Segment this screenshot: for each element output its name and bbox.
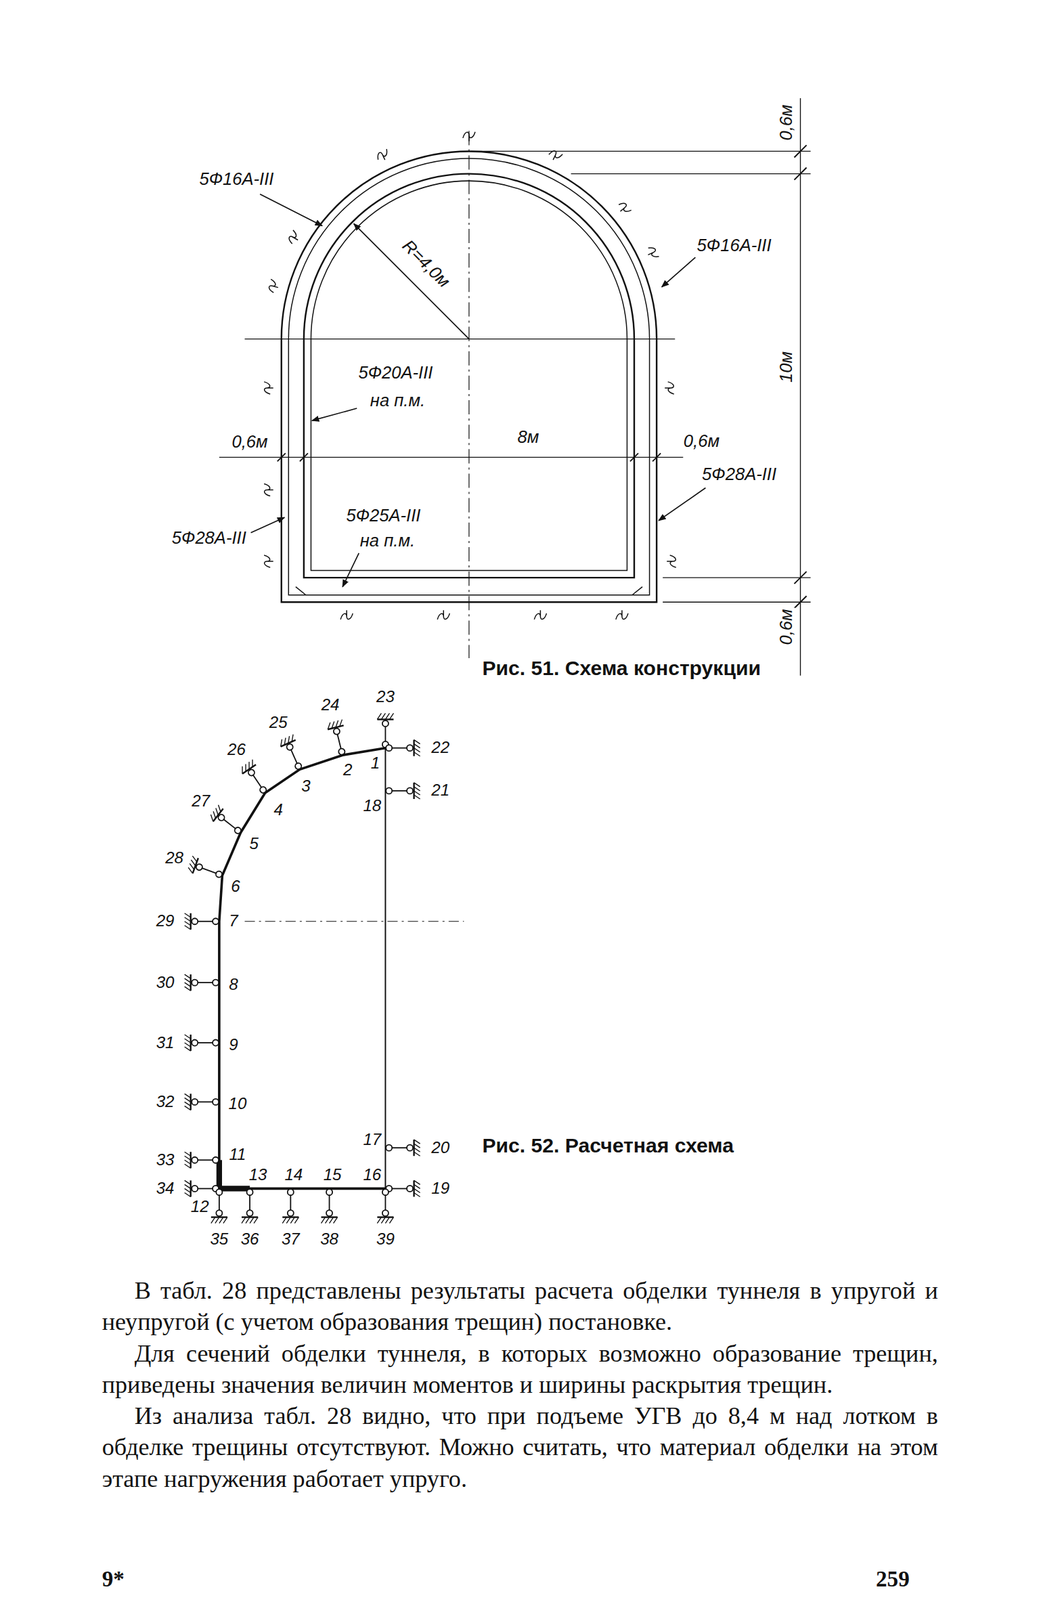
rebar-callout: 5Ф20А-III — [356, 362, 434, 382]
support-number: 22 — [429, 738, 451, 757]
node-number: 2 — [341, 760, 354, 780]
node-number: 6 — [229, 877, 241, 896]
support-number: 39 — [374, 1229, 396, 1249]
dimension-lines — [471, 98, 811, 676]
page-signature: 9* — [102, 1566, 125, 1591]
support-number: 33 — [155, 1150, 176, 1169]
dimension-label: 0,6м — [682, 431, 721, 451]
dimension-label: 0,6м — [230, 431, 270, 451]
support-number: 27 — [190, 791, 212, 810]
rebar-callout: 5Ф16А-III — [695, 234, 773, 254]
support-number: 32 — [155, 1092, 176, 1111]
support-number: 24 — [320, 695, 342, 715]
support-number: 35 — [208, 1229, 230, 1249]
page-number: 259 — [875, 1566, 910, 1591]
dimension-label: R=4,0м — [398, 234, 455, 292]
node-number: 9 — [227, 1034, 239, 1054]
rebar-callout: 5Ф16А-III — [197, 169, 275, 189]
node-number: 11 — [227, 1145, 248, 1164]
leader-lines — [251, 194, 706, 587]
rebar-callout: 5Ф28А-III — [170, 527, 248, 547]
rebar-callout: 5Ф28А-III — [700, 464, 778, 484]
node-number: 3 — [299, 777, 312, 796]
support-number: 34 — [155, 1179, 176, 1198]
design-scheme — [219, 747, 465, 1189]
support-number: 19 — [429, 1179, 451, 1198]
support-number: 23 — [374, 687, 396, 706]
node-number: 13 — [247, 1165, 269, 1184]
rebar-note: на п.м. — [358, 530, 417, 550]
elastic-supports — [184, 712, 421, 1223]
node-number: 4 — [272, 800, 285, 820]
dimension-label: 0,6м — [776, 102, 796, 142]
support-number: 20 — [429, 1137, 451, 1157]
node-number: 18 — [361, 796, 383, 815]
node-number: 8 — [227, 974, 239, 993]
frame-bars — [219, 747, 386, 1189]
node-number: 5 — [247, 834, 260, 853]
node-number: 1 — [369, 754, 382, 773]
figure-caption: Рис. 51. Схема конструкции — [482, 656, 761, 679]
node-number: 17 — [361, 1129, 383, 1148]
node-number: 14 — [282, 1165, 304, 1184]
support-number: 30 — [155, 972, 176, 991]
support-number: 26 — [226, 740, 248, 759]
rebar-note: на п.м. — [368, 389, 427, 409]
body-paragraph: Для сечений обделки туннеля, в которых в… — [102, 1337, 939, 1401]
support-number: 37 — [280, 1229, 302, 1249]
support-number: 31 — [155, 1032, 176, 1052]
support-number: 28 — [163, 848, 185, 868]
body-paragraph: В табл. 28 представлены результаты расче… — [102, 1274, 939, 1338]
support-number: 25 — [268, 712, 290, 732]
support-number: 29 — [155, 911, 176, 931]
node-number: 16 — [361, 1165, 383, 1184]
figure-caption: Рис. 52. Расчетная схема — [482, 1133, 734, 1157]
center-line — [245, 920, 465, 922]
body-paragraph: Из анализа табл. 28 видно, что при подъе… — [102, 1399, 939, 1494]
axis-bar — [384, 747, 386, 1189]
support-number: 36 — [239, 1229, 261, 1249]
node-number: 7 — [227, 911, 239, 931]
rock-hatching — [263, 131, 677, 620]
support-number: 38 — [318, 1229, 340, 1249]
stiff-corner — [219, 1159, 250, 1188]
dimension-label: 8м — [515, 427, 541, 447]
rebar-callout: 5Ф25А-III — [344, 505, 422, 525]
text-column: В табл. 28 представлены результаты расче… — [102, 1274, 939, 1494]
support-number: 21 — [429, 781, 451, 800]
node-number: 15 — [322, 1165, 344, 1184]
dimension-label: 10м — [776, 349, 796, 384]
node-number: 12 — [189, 1197, 211, 1216]
center-lines — [219, 130, 683, 658]
node-number: 10 — [227, 1094, 249, 1113]
dimension-label: 0,6м — [776, 607, 796, 647]
